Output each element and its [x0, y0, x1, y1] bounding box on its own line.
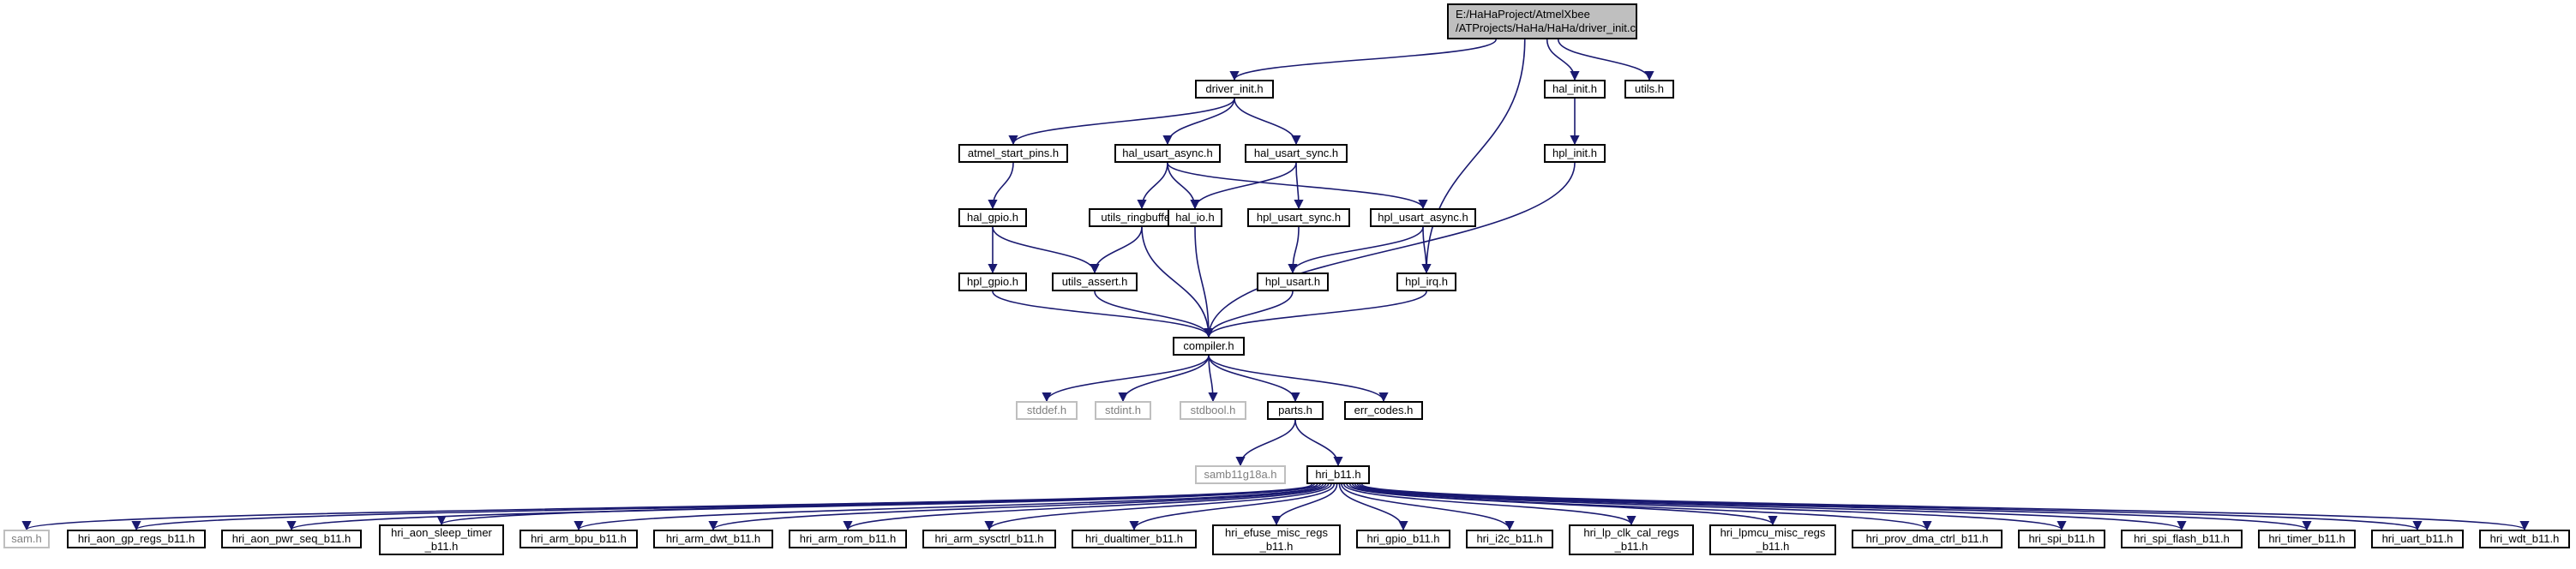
edge-utils-ringbuffer-h-to-utils-assert-h: [1090, 226, 1143, 274]
edge-hri-b11-h-to-hri-timer-b11-h: [1356, 483, 2312, 531]
edge-hpl-usart-async-h-to-hpl-usart-h: [1288, 226, 1424, 274]
node-hri-arm-rom-b11-h[interactable]: hri_arm_rom_b11.h: [789, 530, 907, 548]
edge-hal-io-h-to-compiler-h: [1194, 226, 1214, 338]
node-hri-aon-pwr-seq-b11-h[interactable]: hri_aon_pwr_seq_b11.h: [221, 530, 362, 548]
edge-hri-b11-h-to-hri-efuse-misc-regs-b11-h: [1271, 483, 1338, 526]
edge-driver-init-c-to-hal-init-h: [1546, 39, 1580, 81]
edge-layer: [21, 39, 2530, 531]
node-hal-usart-async-h[interactable]: hal_usart_async.h: [1114, 144, 1221, 163]
edge-parts-h-to-hri-b11-h: [1294, 419, 1343, 467]
node-hpl-init-h[interactable]: hpl_init.h: [1544, 144, 1606, 163]
edge-hri-b11-h-to-hri-arm-bpu-b11-h: [573, 483, 1324, 531]
node-hri-uart-b11-h[interactable]: hri_uart_b11.h: [2371, 530, 2464, 548]
edge-hri-b11-h-to-hri-spi-flash-b11-h: [1354, 483, 2187, 531]
edge-driver-init-h-to-hal-usart-async-h: [1162, 98, 1235, 146]
node-hri-arm-bpu-b11-h[interactable]: hri_arm_bpu_b11.h: [519, 530, 638, 548]
node-stdint-h: stdint.h: [1095, 401, 1151, 420]
node-hal-gpio-h[interactable]: hal_gpio.h: [958, 208, 1027, 227]
node-hpl-usart-sync-h[interactable]: hpl_usart_sync.h: [1247, 208, 1350, 227]
edge-hri-b11-h-to-hri-aon-sleep-timer-b11-h: [436, 483, 1321, 526]
node-hal-io-h[interactable]: hal_io.h: [1168, 208, 1222, 227]
node-hri-wdt-b11-h[interactable]: hri_wdt_b11.h: [2479, 530, 2570, 548]
node-hri-lp-clk-cal-regs-b11-h[interactable]: hri_lp_clk_cal_regs _b11.h: [1569, 524, 1694, 555]
node-hri-spi-b11-h[interactable]: hri_spi_b11.h: [2018, 530, 2105, 548]
node-driver-init-c[interactable]: E:/HaHaProject/AtmelXbee /ATProjects/HaH…: [1447, 3, 1637, 39]
node-err-codes-h[interactable]: err_codes.h: [1344, 401, 1423, 420]
edge-parts-h-to-samb11g18a-h: [1235, 419, 1296, 467]
edge-hal-usart-sync-h-to-hal-io-h: [1190, 162, 1297, 210]
node-utils-assert-h[interactable]: utils_assert.h: [1052, 273, 1138, 291]
node-samb11g18a-h: samb11g18a.h: [1195, 465, 1286, 484]
node-hri-arm-dwt-b11-h[interactable]: hri_arm_dwt_b11.h: [653, 530, 773, 548]
edge-compiler-h-to-err-codes-h: [1208, 355, 1389, 403]
edge-atmel-start-pins-h-to-hal-gpio-h: [988, 162, 1014, 210]
edge-compiler-h-to-stdint-h: [1118, 355, 1210, 403]
node-driver-init-h[interactable]: driver_init.h: [1195, 80, 1274, 99]
node-hri-timer-b11-h[interactable]: hri_timer_b11.h: [2258, 530, 2356, 548]
node-hri-prov-dma-ctrl-b11-h[interactable]: hri_prov_dma_ctrl_b11.h: [1852, 530, 2003, 548]
edge-hri-b11-h-to-hri-i2c-b11-h: [1341, 483, 1515, 531]
node-hpl-usart-h[interactable]: hpl_usart.h: [1257, 273, 1329, 291]
edge-compiler-h-to-stdbool-h: [1208, 355, 1218, 403]
node-hal-init-h[interactable]: hal_init.h: [1544, 80, 1606, 99]
node-hri-dualtimer-b11-h[interactable]: hri_dualtimer_b11.h: [1072, 530, 1197, 548]
edge-hri-b11-h-to-hri-wdt-b11-h: [1360, 483, 2530, 531]
node-stddef-h: stddef.h: [1016, 401, 1078, 420]
edge-hal-usart-sync-h-to-hpl-usart-sync-h: [1294, 162, 1304, 210]
node-hri-aon-sleep-timer-b11-h[interactable]: hri_aon_sleep_timer _b11.h: [379, 524, 504, 555]
node-atmel-start-pins-h[interactable]: atmel_start_pins.h: [958, 144, 1068, 163]
edge-hri-b11-h-to-hri-spi-b11-h: [1352, 483, 2067, 531]
edge-hpl-gpio-h-to-compiler-h: [992, 290, 1214, 338]
node-hri-arm-sysctrl-b11-h[interactable]: hri_arm_sysctrl_b11.h: [922, 530, 1056, 548]
edge-hri-b11-h-to-hri-arm-rom-b11-h: [843, 483, 1330, 531]
edge-utils-ringbuffer-h-to-compiler-h: [1141, 226, 1214, 338]
node-hpl-gpio-h[interactable]: hpl_gpio.h: [958, 273, 1027, 291]
edge-hri-b11-h-to-hri-arm-dwt-b11-h: [708, 483, 1327, 531]
node-hri-aon-gp-regs-b11-h[interactable]: hri_aon_gp_regs_b11.h: [67, 530, 206, 548]
edge-driver-init-h-to-atmel-start-pins-h: [1008, 98, 1235, 146]
edge-hri-b11-h-to-hri-dualtimer-b11-h: [1129, 483, 1336, 531]
node-hri-gpio-b11-h[interactable]: hri_gpio_b11.h: [1356, 530, 1450, 548]
edge-hal-usart-async-h-to-utils-ringbuffer-h: [1137, 162, 1168, 210]
node-parts-h[interactable]: parts.h: [1267, 401, 1324, 420]
edge-driver-init-c-to-driver-init-h: [1229, 39, 1497, 81]
node-hal-usart-sync-h[interactable]: hal_usart_sync.h: [1245, 144, 1348, 163]
edge-hpl-irq-h-to-compiler-h: [1204, 290, 1427, 338]
node-hri-spi-flash-b11-h[interactable]: hri_spi_flash_b11.h: [2121, 530, 2243, 548]
node-stdbool-h: stdbool.h: [1180, 401, 1246, 420]
node-sam-h: sam.h: [3, 530, 50, 548]
edge-hri-b11-h-to-hri-lp-clk-cal-regs-b11-h: [1343, 483, 1636, 526]
edge-driver-init-h-to-hal-usart-sync-h: [1234, 98, 1301, 146]
node-utils-h[interactable]: utils.h: [1624, 80, 1674, 99]
edge-hri-b11-h-to-hri-arm-sysctrl-b11-h: [984, 483, 1332, 531]
edge-hri-b11-h-to-hri-gpio-b11-h: [1338, 483, 1408, 531]
edge-hpl-init-h-to-compiler-h: [1204, 162, 1576, 338]
edge-compiler-h-to-parts-h: [1208, 355, 1300, 403]
node-hri-lpmcu-misc-regs-b11-h[interactable]: hri_lpmcu_misc_regs _b11.h: [1709, 524, 1836, 555]
node-hpl-irq-h[interactable]: hpl_irq.h: [1396, 273, 1456, 291]
edge-driver-init-c-to-utils-h: [1557, 39, 1654, 81]
edge-hri-b11-h-to-hri-prov-dma-ctrl-b11-h: [1348, 483, 1932, 531]
node-hri-b11-h[interactable]: hri_b11.h: [1306, 465, 1370, 484]
edge-hal-usart-async-h-to-hpl-usart-async-h: [1167, 162, 1428, 210]
node-hpl-usart-async-h[interactable]: hpl_usart_async.h: [1370, 208, 1476, 227]
edge-driver-init-c-to-hpl-irq-h: [1421, 39, 1526, 274]
edge-compiler-h-to-stddef-h: [1042, 355, 1210, 403]
node-compiler-h[interactable]: compiler.h: [1173, 337, 1245, 356]
node-hri-i2c-b11-h[interactable]: hri_i2c_b11.h: [1466, 530, 1553, 548]
edge-hpl-usart-async-h-to-hpl-irq-h: [1421, 226, 1432, 274]
node-hri-efuse-misc-regs-b11-h[interactable]: hri_efuse_misc_regs _b11.h: [1212, 524, 1341, 555]
